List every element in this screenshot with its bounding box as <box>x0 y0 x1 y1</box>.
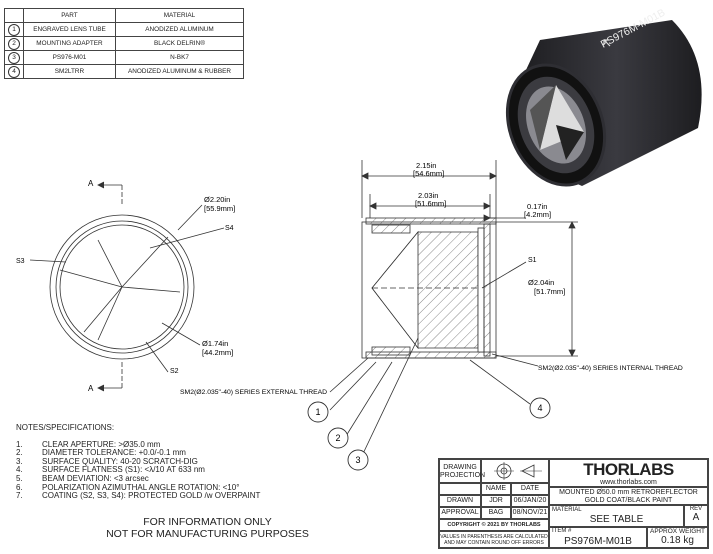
disclaimer-line-2: NOT FOR MANUFACTURING PURPOSES <box>106 528 309 540</box>
callout-4 <box>529 397 551 419</box>
values-note: VALUES IN PARENTHESIS ARE CALCULATED AND… <box>439 531 549 548</box>
item-number: 3 <box>8 51 20 64</box>
callout-3-label: 3 <box>355 455 360 465</box>
callout-2 <box>327 427 349 449</box>
description-line-1: MOUNTED Ø50.0 mm RETROREFLECTOR <box>559 489 698 496</box>
table-row: 4 SM2LTRR ANODIZED ALUMINUM & RUBBER <box>4 64 245 79</box>
drawn-date: 06/JAN/20 <box>511 495 549 507</box>
height-mm-label: [51.7mm] <box>534 287 565 296</box>
drawn-label: DRAWN <box>439 495 481 507</box>
overall-length-mm-label: [54.6mm] <box>413 169 444 178</box>
list-item: 3.SURFACE QUALITY: 40-20 SCRATCH-DIG <box>16 456 198 466</box>
thorlabs-logo: THORLABS <box>583 460 674 479</box>
description-line-2: GOLD COAT/BLACK PAINT <box>584 497 673 504</box>
item-number: 2 <box>8 37 20 50</box>
list-item: 6.POLARIZATION AZIMUTHAL ANGLE ROTATION:… <box>16 482 240 492</box>
callout-1-label: 1 <box>315 407 320 417</box>
table-row: 1 ENGRAVED LENS TUBE ANODIZED ALUMINUM <box>4 22 245 37</box>
surface-s4-label: S4 <box>225 225 234 232</box>
parts-table: PART MATERIAL 1 ENGRAVED LENS TUBE ANODI… <box>4 8 245 79</box>
weight-value: 0.18 kg <box>661 535 694 546</box>
surface-s2-label: S2 <box>170 368 179 375</box>
part-material: ANODIZED ALUMINUM & RUBBER <box>114 64 245 79</box>
table-row: 2 MOUNTING ADAPTER BLACK DELRIN® <box>4 36 245 51</box>
drawn-name: JDR <box>481 495 511 507</box>
lip-length-mm-label: [4.2mm] <box>524 210 551 219</box>
notes-block: NOTES/SPECIFICATIONS: 1.CLEAR APERTURE: … <box>16 423 261 501</box>
description: MOUNTED Ø50.0 mm RETROREFLECTOR GOLD COA… <box>549 487 708 505</box>
weight-header: APPROX WEIGHT <box>650 528 705 535</box>
part-name: SM2LTRR <box>23 64 116 79</box>
dia-inner-mm-label: [44.2mm] <box>202 348 233 357</box>
notes-heading: NOTES/SPECIFICATIONS: <box>16 423 115 432</box>
list-item: 5.BEAM DEVIATION: <3 arcsec <box>16 473 149 483</box>
callout-2-label: 2 <box>335 433 340 443</box>
callout-3 <box>347 449 369 471</box>
title-block: DRAWING PROJECTION NAME DATE DRAWN JDR 0… <box>438 458 709 549</box>
section-label-top: A <box>88 179 94 188</box>
lip-length-label: 0.17in <box>527 202 547 211</box>
approval-name: BAG <box>481 507 511 519</box>
body-length-label: 2.03in <box>418 191 438 200</box>
list-item: 1.CLEAR APERTURE: >Ø35.0 mm <box>16 439 161 449</box>
section-view <box>329 160 578 461</box>
overall-length-label: 2.15in <box>416 161 436 170</box>
callout-1 <box>307 401 329 423</box>
product-render: PS976M-M01B <box>505 7 702 187</box>
callout-4-label: 4 <box>537 403 542 413</box>
disclaimer-line-1: FOR INFORMATION ONLY <box>143 516 272 528</box>
material-value: SEE TABLE <box>589 514 644 525</box>
internal-thread-label: SM2(Ø2.035"-40) SERIES INTERNAL THREAD <box>538 365 683 372</box>
dia-inner-label: Ø1.74in <box>202 339 228 348</box>
list-item: 7.COATING (S2, S3, S4): PROTECTED GOLD /… <box>16 491 261 501</box>
body-length-mm-label: [51.6mm] <box>415 199 446 208</box>
approval-date: 08/NOV/21 <box>511 507 549 519</box>
dia-outer-label: Ø2.20in <box>204 195 230 204</box>
material-header: MATERIAL <box>552 507 582 513</box>
item-number: 4 <box>8 65 20 78</box>
rev-header: REV <box>689 506 703 512</box>
item-value: PS976M-M01B <box>564 536 632 547</box>
rev-value: A <box>692 512 700 523</box>
list-item: 4.SURFACE FLATNESS (S1): <λ/10 AT 633 nm <box>16 465 205 475</box>
logo-block: THORLABS www.thorlabs.com <box>549 459 708 487</box>
front-view <box>29 181 225 392</box>
list-item: 2.DIAMETER TOLERANCE: +0.0/-0.1 mm <box>16 448 186 458</box>
approval-label: APPROVAL <box>439 507 481 519</box>
name-header: NAME <box>481 483 511 495</box>
copyright: COPYRIGHT © 2021 BY THORLABS <box>439 519 549 531</box>
parts-table-header: PART MATERIAL <box>4 8 245 23</box>
website: www.thorlabs.com <box>600 479 657 486</box>
surface-s1-label: S1 <box>528 257 537 264</box>
surface-s3-label: S3 <box>16 258 25 265</box>
dia-outer-mm-label: [55.9mm] <box>204 204 235 213</box>
arrow-engraving-icon <box>603 39 611 47</box>
external-thread-label: SM2(Ø2.035"-40) SERIES EXTERNAL THREAD <box>180 389 327 396</box>
projection-symbol-icon <box>481 459 549 483</box>
drawing-projection-label: DRAWING PROJECTION <box>439 459 485 483</box>
date-header: DATE <box>511 483 549 495</box>
disclaimer: FOR INFORMATION ONLY NOT FOR MANUFACTURI… <box>100 516 315 540</box>
item-header: ITEM # <box>552 528 572 534</box>
height-label: Ø2.04in <box>528 278 554 287</box>
section-label-bottom: A <box>88 384 94 393</box>
item-number: 1 <box>8 23 20 36</box>
